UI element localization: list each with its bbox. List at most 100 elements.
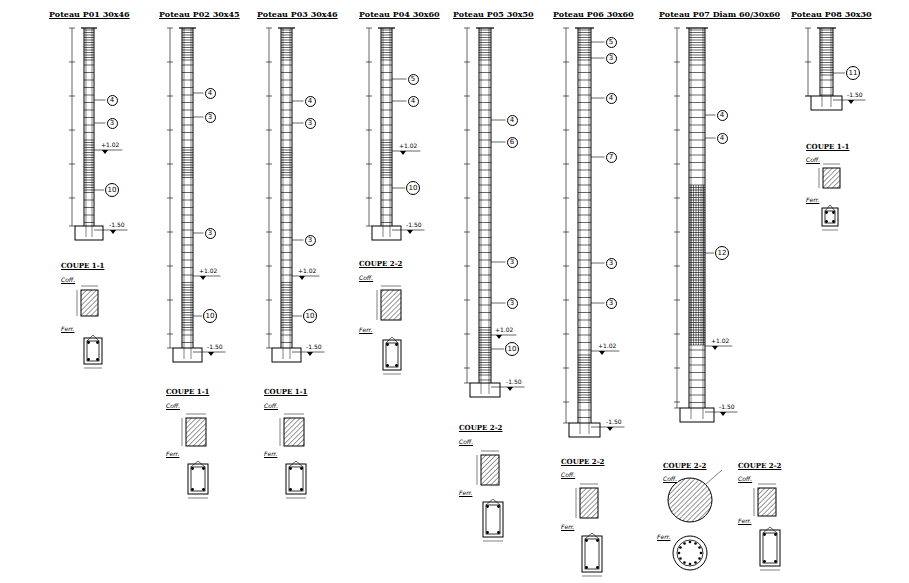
callout-circle: 4	[717, 110, 728, 121]
dimension-line	[483, 541, 503, 542]
section-caption: Coff.	[165, 403, 181, 409]
leader-line	[591, 303, 605, 304]
stirrup	[84, 132, 94, 133]
stirrup	[182, 170, 193, 171]
section-caption: Ferr.	[358, 327, 373, 333]
stirrup	[84, 45, 94, 46]
stirrup	[281, 275, 292, 276]
footing	[569, 423, 600, 437]
leader-line	[392, 101, 407, 102]
stirrup	[689, 282, 705, 283]
dimension-tick	[69, 130, 75, 131]
rebar-dot	[386, 343, 389, 346]
callout-number: 4	[720, 112, 724, 119]
callout-circle: 10	[505, 342, 519, 356]
rebar-dot	[486, 505, 489, 508]
rebar	[703, 28, 704, 419]
dimension-line	[677, 28, 678, 408]
stirrup	[281, 102, 292, 103]
dimension-line	[284, 414, 304, 415]
footing	[811, 96, 842, 110]
leader-line	[491, 142, 506, 143]
dimension-tick	[167, 348, 173, 349]
dimension-tick	[167, 334, 173, 335]
stirrup	[182, 150, 193, 151]
column-title: Poteau P03 30x46	[256, 10, 339, 18]
level-triangle	[848, 100, 854, 104]
stirrup	[84, 170, 94, 171]
stirrup	[182, 117, 193, 118]
stirrup	[182, 342, 193, 343]
stirrup	[689, 40, 705, 41]
dimension-tick	[674, 232, 680, 233]
rebar-dot	[774, 560, 777, 563]
leader-line	[193, 233, 204, 234]
dimension-tick	[464, 266, 470, 267]
stirrup	[689, 65, 705, 66]
dimension-tick	[563, 96, 569, 97]
dimension-tick	[464, 130, 470, 131]
stirrup	[84, 65, 94, 66]
stirrup	[182, 147, 193, 148]
callout-circle: 4	[205, 88, 216, 99]
rebar-section	[582, 536, 602, 572]
dimension-tick	[266, 266, 272, 267]
dimension-tick	[464, 232, 470, 233]
rebar	[822, 28, 823, 107]
stirrup	[281, 222, 292, 223]
dimension-tick	[464, 164, 470, 165]
stirrup	[281, 295, 292, 296]
callout-circle: 4	[408, 96, 419, 107]
stirrup	[689, 45, 705, 46]
dimension-line	[580, 484, 598, 485]
stirrup	[689, 250, 705, 251]
stirrup	[182, 252, 193, 253]
section-caption: Ferr.	[60, 326, 75, 332]
dimension-tick	[69, 164, 75, 165]
callout-circle: 4	[107, 95, 118, 106]
rebar	[489, 28, 490, 394]
stirrup	[689, 242, 705, 243]
stirrup	[84, 32, 94, 33]
dimension-tick	[563, 164, 569, 165]
stirrup	[84, 222, 94, 223]
dimension-tick	[366, 164, 372, 165]
stirrup	[281, 30, 292, 31]
section-title: COUPE 2-2	[560, 458, 605, 465]
callout-number: 11	[849, 70, 858, 77]
stirrup	[182, 52, 193, 53]
callout-circle: 3	[305, 118, 316, 129]
stirrup	[182, 87, 193, 88]
dimension-line	[477, 455, 478, 485]
stirrup	[84, 175, 94, 176]
level-triangle	[208, 352, 214, 356]
rebar-dot	[596, 539, 599, 542]
rebar-section	[188, 464, 208, 494]
stirrup	[381, 80, 392, 81]
stirrup	[182, 230, 193, 231]
stirrup	[182, 125, 193, 126]
stirrup	[689, 202, 705, 203]
dimension-line	[377, 290, 378, 320]
stirrup	[281, 150, 292, 151]
stirrup	[182, 30, 193, 31]
leader-line	[591, 42, 605, 43]
hook-line	[191, 461, 198, 467]
stirrup	[182, 290, 193, 291]
dimension-tick	[674, 300, 680, 301]
dimension-tick	[167, 300, 173, 301]
stirrup	[182, 57, 193, 58]
hook-line	[592, 533, 599, 539]
dimension-tick	[167, 96, 173, 97]
stirrup	[182, 160, 193, 161]
stirrup	[182, 305, 193, 306]
leader-line	[193, 117, 204, 118]
level-triangle	[507, 387, 513, 391]
dimension-line	[72, 28, 73, 226]
dimension-tick	[464, 368, 470, 369]
hook-line	[93, 335, 99, 341]
column-title: Poteau P08 30x30	[790, 10, 873, 18]
callout-circle: 4	[717, 133, 728, 144]
slab-line	[378, 27, 395, 28]
stirrup	[689, 162, 705, 163]
